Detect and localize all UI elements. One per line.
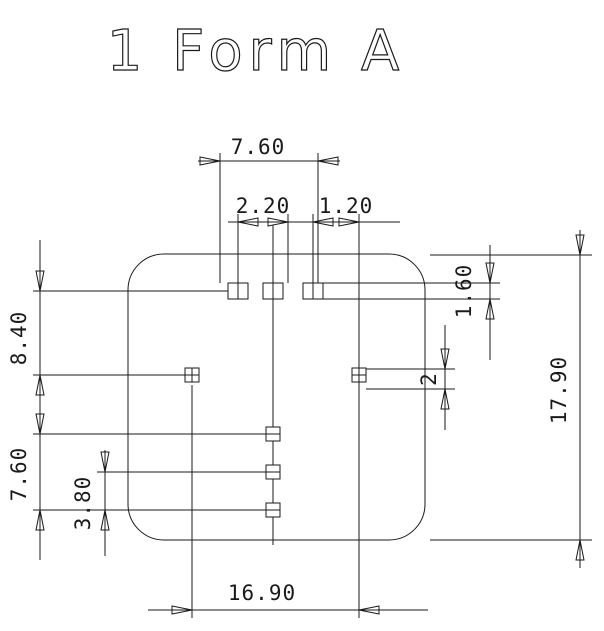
dimension-left-pitch: 3.80 [71, 450, 266, 556]
arrowhead [485, 298, 495, 320]
arrowhead [35, 374, 45, 396]
dimension-top-pitches: 2.20 1.20 [228, 194, 400, 618]
title-text: 1 Form A [107, 19, 406, 84]
arrowhead [35, 509, 45, 531]
dimension-left-spans: 8.40 7.60 [7, 240, 266, 560]
arrowhead [358, 605, 380, 615]
drawing-title: 1 Form A [106, 18, 406, 84]
body-outline-rect [127, 253, 426, 541]
relay-body-outline [127, 253, 426, 541]
dimension-bottom-width: 16.90 [148, 385, 428, 618]
arrowhead [237, 217, 259, 227]
arrowhead [267, 217, 289, 227]
arrowhead [338, 217, 360, 227]
arrowhead [440, 348, 450, 370]
dimension-label: 8.40 [7, 311, 31, 366]
arrowhead [317, 156, 339, 166]
dimension-overall-height: 17.90 [430, 230, 592, 568]
dimension-label: 7.60 [231, 135, 286, 159]
arrowhead [171, 605, 193, 615]
arrowhead [35, 413, 45, 435]
dimension-label: 2.20 [236, 194, 291, 218]
dimension-label: 1.20 [319, 194, 374, 218]
dimension-top-width: 7.60 [198, 135, 340, 283]
arrowhead [575, 234, 585, 256]
arrowhead [100, 509, 110, 531]
dimension-label: 2 [417, 372, 441, 386]
dimension-label: 17.90 [547, 356, 571, 424]
arrowhead [575, 539, 585, 561]
dimension-label: 16.90 [228, 581, 296, 605]
arrowhead [312, 217, 334, 227]
dimension-label: 7.60 [7, 447, 31, 502]
arrowhead [100, 451, 110, 473]
arrowhead [199, 156, 221, 166]
arrowhead [485, 262, 495, 284]
dimension-label: 3.80 [71, 476, 95, 531]
arrowhead [440, 388, 450, 410]
dimension-label: 1.60 [452, 264, 476, 319]
arrowhead [35, 270, 45, 292]
dimension-right-pad-height: 1.60 [323, 245, 500, 360]
dimension-right-mid: 2 [366, 325, 455, 430]
pads [184, 282, 367, 518]
